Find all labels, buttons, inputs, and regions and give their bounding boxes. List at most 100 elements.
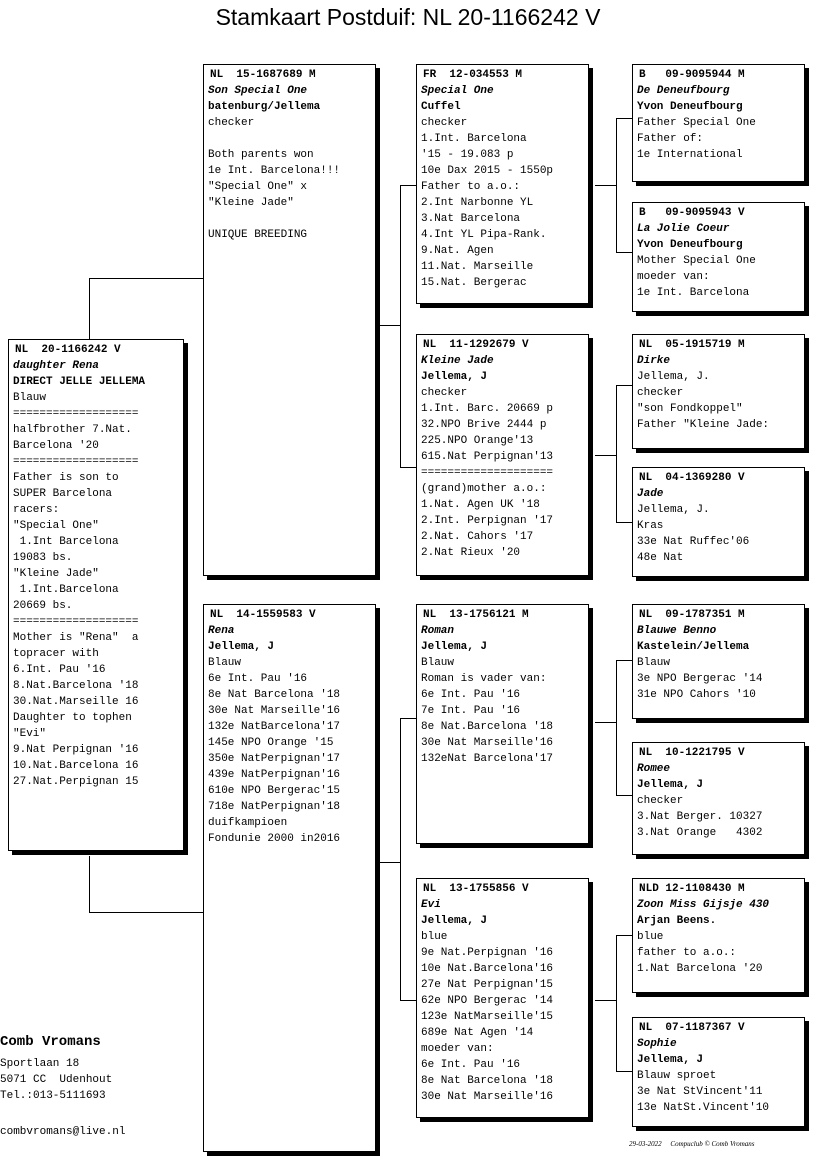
pedigree-line: 3e Nat StVincent'11: [637, 1086, 763, 1098]
pedigree-line: 10e Nat.Barcelona'16: [421, 963, 554, 975]
breeder-name: Jellema, J: [637, 779, 704, 791]
pedigree-line: 225.NPO Orange'13: [421, 435, 534, 447]
pedigree-line: 1.Int. Barc. 20669 p: [421, 403, 554, 415]
ring-number: NL 05-1915719 M: [639, 339, 745, 351]
pedigree-line: 1e Int. Barcelona!!!: [208, 165, 341, 177]
pedigree-line: ===================: [13, 456, 139, 468]
pedigree-line: 20669 bs.: [13, 600, 73, 612]
software-credit: Compuclub © Comb Vromans: [670, 1140, 755, 1148]
breeder-name: Kastelein/Jellema: [637, 641, 750, 653]
pedigree-line: 6.Int. Pau '16: [13, 664, 106, 676]
pedigree-line: 9.Nat. Agen: [421, 245, 494, 257]
pedigree-line: 30.Nat.Marseille 16: [13, 696, 139, 708]
pedigree-line: Blauw: [421, 657, 455, 669]
connector: [616, 385, 632, 386]
pedigree-line: Mother Special One: [637, 255, 756, 267]
pedigree-line: '15 - 19.083 p: [421, 149, 514, 161]
pedigree-line: checker: [208, 117, 255, 129]
pedigree-line: 7e Int. Pau '16: [421, 705, 521, 717]
owner-block: Comb Vromans Sportlaan 18 5071 CC Udenho…: [0, 1034, 112, 1104]
pedigree-line: 27e Nat Perpignan'15: [421, 979, 554, 991]
pedigree-line: 689e Nat Agen '14: [421, 1027, 534, 1039]
pedigree-line: 13e NatSt.Vincent'10: [637, 1102, 770, 1114]
connector: [616, 935, 617, 1072]
owner-address-city: 5071 CC Udenhout: [0, 1074, 113, 1086]
pedigree-line: "Kleine Jade": [208, 197, 294, 209]
connector: [400, 185, 401, 468]
pedigree-line: ===================: [13, 408, 139, 420]
pedigree-line: Blauw sproet: [637, 1070, 717, 1082]
print-footer: 29-03-2022 Compuclub © Comb Vromans: [629, 1140, 755, 1148]
owner-address-street: Sportlaan 18: [0, 1058, 80, 1070]
connector: [400, 1000, 416, 1001]
pedigree-line: 30e Nat Marseille'16: [421, 737, 554, 749]
pigeon-name: Kleine Jade: [421, 355, 494, 367]
pedigree-line: checker: [637, 795, 684, 807]
pedigree-line: 1.Nat. Agen UK '18: [421, 499, 540, 511]
pedigree-line: Father of:: [637, 133, 704, 145]
pedigree-line: 3.Nat Berger. 10327: [637, 811, 763, 823]
pedigree-line: duifkampioen: [208, 817, 288, 829]
ring-number: NL 13-1756121 M: [423, 609, 529, 621]
breeder-name: DIRECT JELLE JELLEMA: [13, 376, 146, 388]
pedigree-line: Jellema, J.: [637, 371, 710, 383]
pigeon-name: Dirke: [637, 355, 671, 367]
connector: [400, 185, 416, 186]
pedigree-line: 19083 bs.: [13, 552, 73, 564]
breeder-name: Yvon Deneufbourg: [637, 101, 743, 113]
connector: [595, 1000, 617, 1001]
connector: [616, 660, 632, 661]
pedigree-line: 350e NatPerpignan'17: [208, 753, 341, 765]
owner-email: combvromans@live.nl: [0, 1126, 126, 1138]
pedigree-line: blue: [421, 931, 448, 943]
pedigree-line: halfbrother 7.Nat.: [13, 424, 132, 436]
ring-number: NL 09-1787351 M: [639, 609, 745, 621]
pedigree-line: Blauw: [208, 657, 242, 669]
connector: [380, 325, 401, 326]
breeder-name: Jellema, J: [637, 1054, 704, 1066]
pedigree-line: Blauw: [637, 657, 671, 669]
connector: [89, 856, 90, 913]
pedigree-line: topracer with: [13, 648, 99, 660]
breeder-name: Jellema, J: [421, 915, 488, 927]
pedigree-line: 132e NatBarcelona'17: [208, 721, 341, 733]
pedigree-line: (grand)mother a.o.:: [421, 483, 547, 495]
pedigree-line: 6e Int. Pau '16: [208, 673, 308, 685]
connector: [89, 278, 90, 340]
pedigree-line: 1.Nat Barcelona '20: [637, 963, 763, 975]
pigeon-name: Zoon Miss Gijsje 430: [637, 899, 770, 911]
pedigree-line: 31e NPO Cahors '10: [637, 689, 756, 701]
ring-number: NL 14-1559583 V: [210, 609, 316, 621]
pedigree-line: "Evi": [13, 728, 47, 740]
connector: [616, 385, 617, 523]
pedigree-line: [208, 131, 371, 147]
pedigree-line: 1.Int Barcelona: [13, 536, 119, 548]
pedigree-line: 2.Int. Perpignan '17: [421, 515, 554, 527]
pedigree-line: 3.Nat Barcelona: [421, 213, 521, 225]
connector: [400, 467, 416, 468]
pedigree-line: Jellema, J.: [637, 504, 710, 516]
pedigree-line: 8.Nat.Barcelona '18: [13, 680, 139, 692]
pedigree-line: Father Special One: [637, 117, 756, 129]
pigeon-name: Sophie: [637, 1038, 677, 1050]
pedigree-line: 3e NPO Bergerac '14: [637, 673, 763, 685]
pedigree-line: 15.Nat. Bergerac: [421, 277, 527, 289]
pedigree-line: moeder van:: [421, 1043, 494, 1055]
pedigree-line: Father is son to: [13, 472, 119, 484]
pedigree-line: 33e Nat Ruffec'06: [637, 536, 750, 548]
pedigree-line: 30e Nat Marseille'16: [421, 1091, 554, 1103]
pedigree-line: 610e NPO Bergerac'15: [208, 785, 341, 797]
pigeon-name: Jade: [637, 488, 664, 500]
pigeon-name: daughter Rena: [13, 360, 99, 372]
pedigree-line: 1.Int.Barcelona: [13, 584, 119, 596]
pedigree-line: Both parents won: [208, 149, 314, 161]
pedigree-line: 9e Nat.Perpignan '16: [421, 947, 554, 959]
